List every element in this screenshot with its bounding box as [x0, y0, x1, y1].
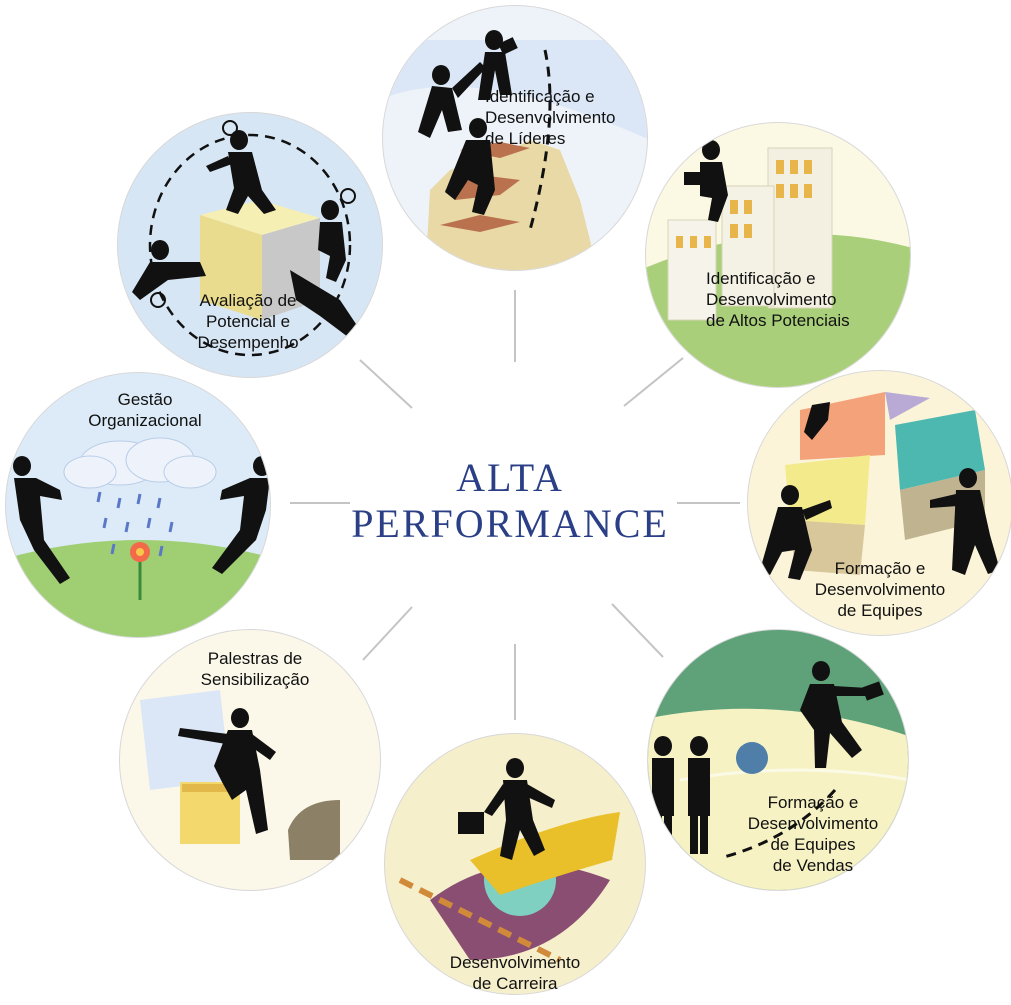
node-label-equipes-vendas: Formação e Desenvolvimento de Equipes de… [747, 793, 879, 875]
career-path-icon [384, 733, 646, 995]
node-label-equipes: Formação e Desenvolvimento de Equipes [814, 559, 946, 620]
office-buildings-icon [645, 122, 911, 388]
pie-chart-teamwork-icon [747, 370, 1011, 636]
diagram-center-title: ALTA PERFORMANCE [330, 455, 690, 547]
node-label-carreira: Desenvolvimento de Carreira [449, 953, 581, 993]
folder-stepping-icon [119, 629, 381, 891]
connector-avaliacao [359, 359, 413, 409]
center-title-line1: ALTA [456, 455, 564, 500]
rain-cloud-flower-icon [5, 372, 271, 638]
connector-equipes-vendas [611, 603, 664, 658]
node-label-palestras: Palestras de Sensibilização [200, 649, 310, 689]
center-title-line2: PERFORMANCE [351, 501, 669, 546]
node-label-avaliacao: Avaliação de Potencial e Desempenho [197, 291, 299, 352]
connectors [290, 290, 740, 720]
connector-altos-potenciais [623, 357, 684, 407]
node-label-gestao: Gestão Organizacional [88, 390, 202, 430]
node-label-altos-potenciais: Identificação e Desenvolvimento de Altos… [706, 269, 850, 330]
mountain-climb-icon [382, 5, 648, 271]
sales-race-icon [647, 629, 909, 891]
node-label-lideres: Identificação e Desenvolvimento de Líder… [485, 87, 616, 148]
connector-palestras [362, 606, 413, 661]
juggling-cube-icon [117, 112, 383, 378]
